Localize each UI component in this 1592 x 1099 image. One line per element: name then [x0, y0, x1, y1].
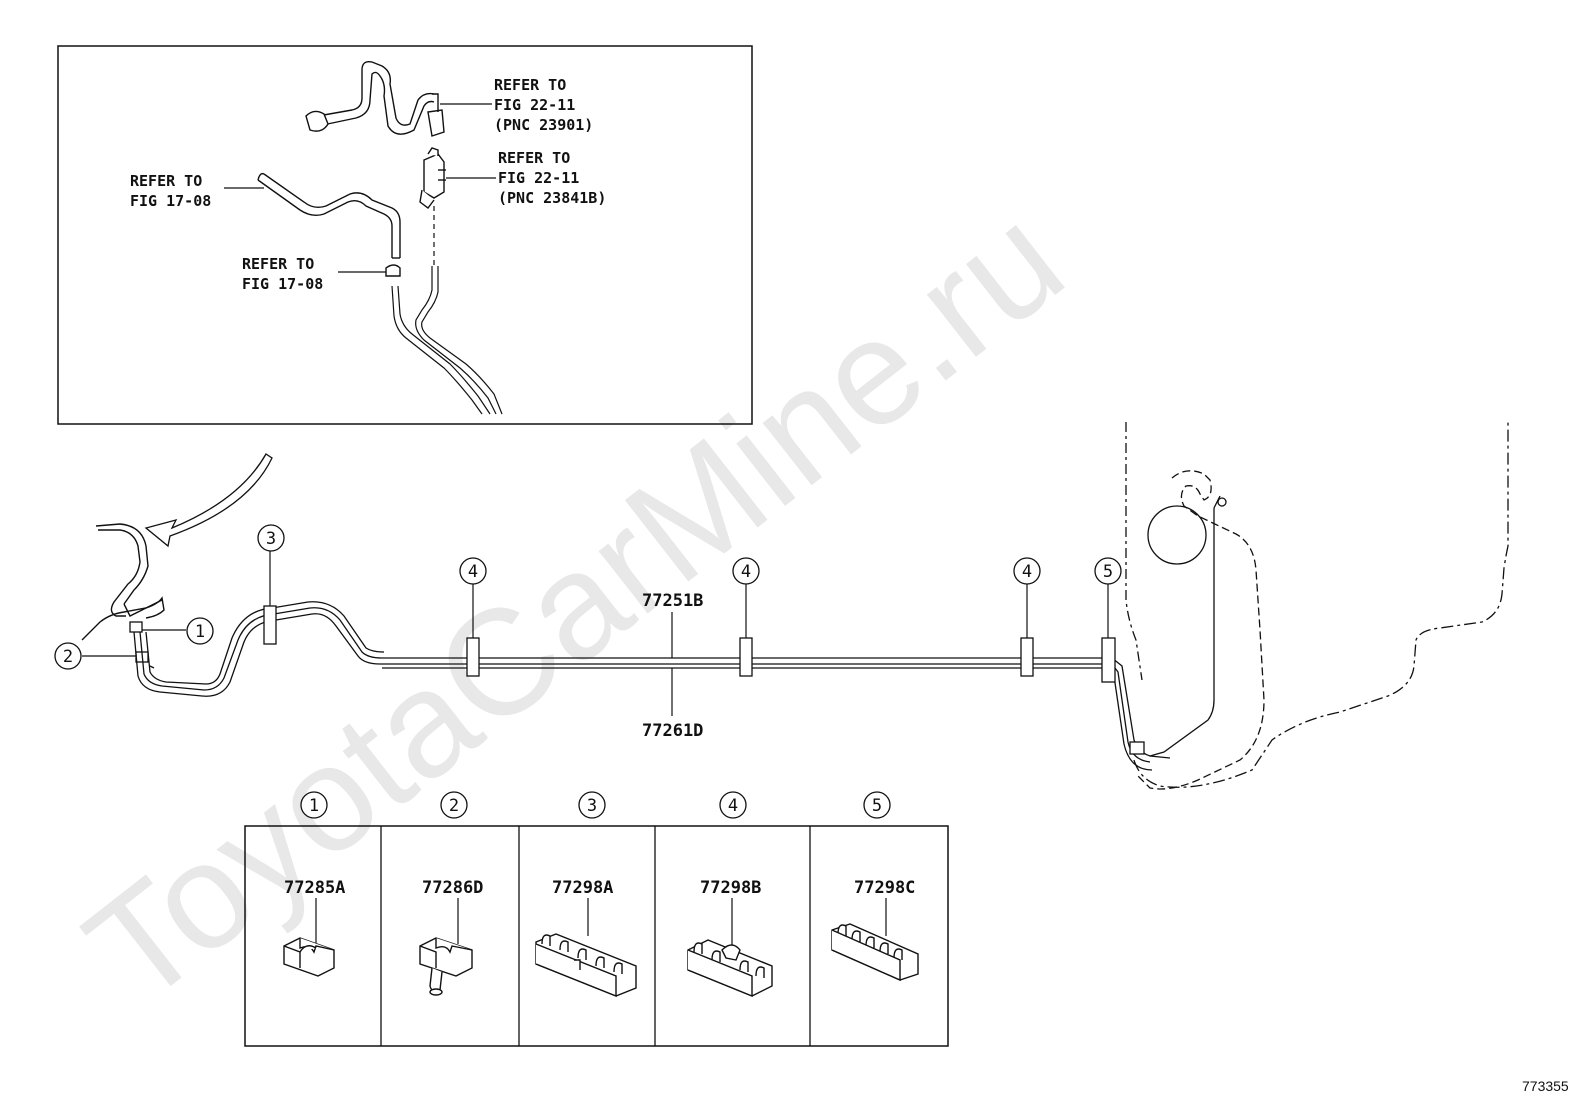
curved-arrow-icon	[144, 453, 273, 548]
legend-digit-4: 4	[728, 796, 738, 816]
clip-legend: 1 2 3 4 5 ① ② ③ ④ ⑤ 77285A 77286D 77298A…	[244, 791, 949, 1047]
ref-c-line1: REFER TO	[130, 172, 202, 190]
inset-frame	[57, 45, 753, 425]
clip-small	[385, 264, 401, 277]
clip-77285a-icon	[283, 937, 335, 977]
tank-pump-circle	[1147, 505, 1207, 565]
part-lower: 77261D	[642, 721, 703, 741]
callout-4a-digit: 4	[468, 562, 478, 582]
clamp-4a	[466, 637, 480, 677]
callout-1-digit: 1	[195, 622, 205, 642]
fuel-hose-assembly	[305, 60, 445, 137]
callout-2-digit: 2	[63, 647, 73, 667]
inset-pipes	[391, 266, 503, 415]
ref-a-line2: FIG 22-11	[494, 96, 575, 114]
callout-5-digit: 5	[1103, 562, 1113, 582]
clamp-4b	[739, 637, 753, 677]
ref-b-line1: REFER TO	[498, 149, 570, 167]
clamp-markers	[263, 605, 1116, 683]
ref-a-line3: (PNC 23901)	[494, 116, 593, 134]
ref-a-line1: REFER TO	[494, 76, 566, 94]
clamp-5	[1101, 637, 1116, 683]
legend-part-1: 77285A	[284, 878, 345, 898]
ref-b-line3: (PNC 23841B)	[498, 189, 606, 207]
legend-frame	[244, 825, 949, 1047]
watermark: ToyotaCarMine.ru	[56, 174, 1092, 1035]
legend-part-2: 77286D	[422, 878, 483, 898]
clamp-3	[263, 605, 277, 645]
fuel-tank-outline	[1125, 422, 1509, 790]
ref-b-line2: FIG 22-11	[498, 169, 579, 187]
pipe-joint	[1129, 741, 1145, 755]
ref-d-line1: REFER TO	[242, 255, 314, 273]
legend-digit-5: 5	[872, 796, 882, 816]
clip-77298b-icon	[687, 939, 773, 998]
callout-3-digit: 3	[266, 529, 276, 549]
callout-4c-digit: 4	[1022, 562, 1032, 582]
callout-4b-digit: 4	[741, 562, 751, 582]
legend-part-3: 77298A	[552, 878, 613, 898]
clip-77298c-icon	[831, 923, 919, 982]
clip-77286d-icon	[419, 937, 473, 996]
legend-part-5: 77298C	[854, 878, 915, 898]
legend-digit-2: 2	[449, 796, 459, 816]
ref-c-line2: FIG 17-08	[130, 192, 211, 210]
figure-id: 773355	[1522, 1078, 1569, 1094]
clip-77298a-icon	[535, 933, 637, 998]
clamp-4c	[1020, 637, 1034, 677]
filler-pipes	[81, 523, 165, 641]
ref-d-line2: FIG 17-08	[242, 275, 323, 293]
breather-pipe	[257, 172, 401, 259]
inset-detail: REFER TO FIG 22-11 (PNC 23901) REFER TO …	[57, 45, 753, 425]
tank-side-pipes	[1111, 495, 1227, 771]
connector-23841b	[419, 147, 446, 209]
legend-digit-3: 3	[587, 796, 597, 816]
legend-digit-1: 1	[309, 796, 319, 816]
legend-part-4: 77298B	[700, 878, 761, 898]
part-upper: 77251B	[642, 591, 703, 611]
clip-1-marker	[129, 621, 143, 633]
